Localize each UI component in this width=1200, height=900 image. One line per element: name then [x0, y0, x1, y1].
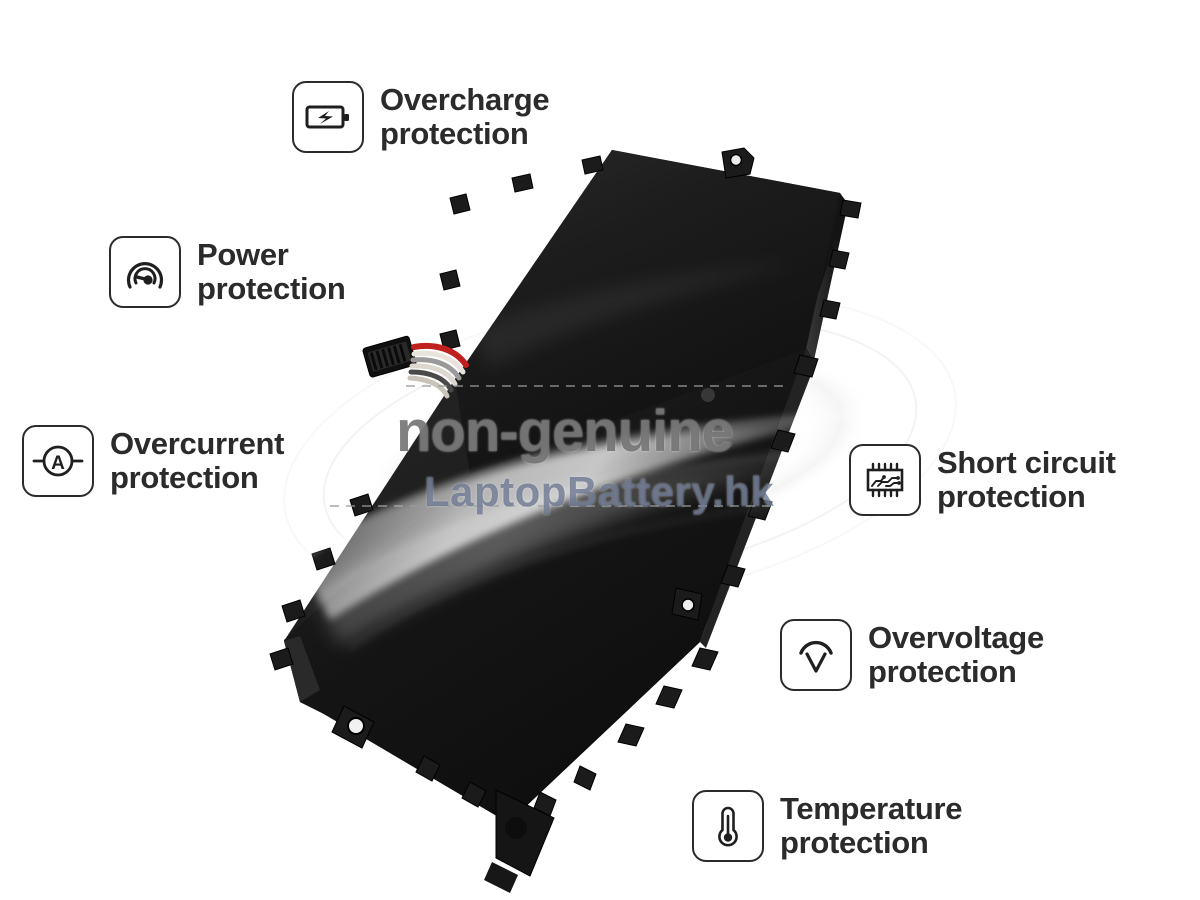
feature-label-line2: protection: [937, 479, 1086, 515]
bottom-left-lug: [331, 705, 375, 749]
feature-label-line2: protection: [197, 271, 346, 307]
battery-bolt-icon: [292, 81, 364, 154]
feature-overcurrent: A Overcurrent protection: [22, 392, 284, 531]
feature-label-line2: protection: [110, 460, 259, 496]
body-pad: [701, 388, 715, 402]
feature-label-line1: Temperature: [780, 790, 963, 826]
svg-text:A: A: [51, 453, 65, 474]
feature-temperature: Temperature protection: [692, 757, 962, 896]
feature-label-line1: Overcurrent: [110, 425, 285, 461]
feature-power: Power protection: [109, 203, 346, 342]
chip-circuit-icon: [849, 444, 921, 517]
feature-label: Power protection: [197, 203, 346, 342]
feature-overcharge: Overcharge protection: [292, 48, 550, 187]
watermark-dashed-line: [330, 385, 790, 507]
thermometer-icon: [692, 790, 764, 863]
voltmeter-icon: [780, 619, 852, 692]
feature-label: Overvoltage protection: [868, 586, 1044, 725]
feature-label: Overcharge protection: [380, 48, 550, 187]
feature-label-line1: Overcharge: [380, 81, 550, 117]
gauge-icon: [109, 236, 181, 309]
feature-label-line1: Overvoltage: [868, 619, 1044, 655]
feature-label-line1: Short circuit: [937, 444, 1116, 480]
feature-label: Overcurrent protection: [110, 392, 284, 531]
battery-body: [284, 150, 848, 818]
feature-label-line2: protection: [380, 116, 529, 152]
swirl-overlay: [299, 412, 891, 649]
mounting-tabs: [269, 147, 862, 817]
battery-connector: [362, 335, 469, 399]
bottom-mount-tab: [484, 789, 555, 893]
ammeter-icon: A: [22, 425, 94, 498]
feature-label-line1: Power: [197, 236, 289, 272]
feature-short-circuit: Short circuit protection: [849, 411, 1116, 550]
feature-label-line2: protection: [780, 825, 929, 861]
feature-label: Temperature protection: [780, 757, 962, 896]
feature-label: Short circuit protection: [937, 411, 1116, 550]
feature-label-line2: protection: [868, 654, 1017, 690]
feature-overvoltage: Overvoltage protection: [780, 586, 1044, 725]
